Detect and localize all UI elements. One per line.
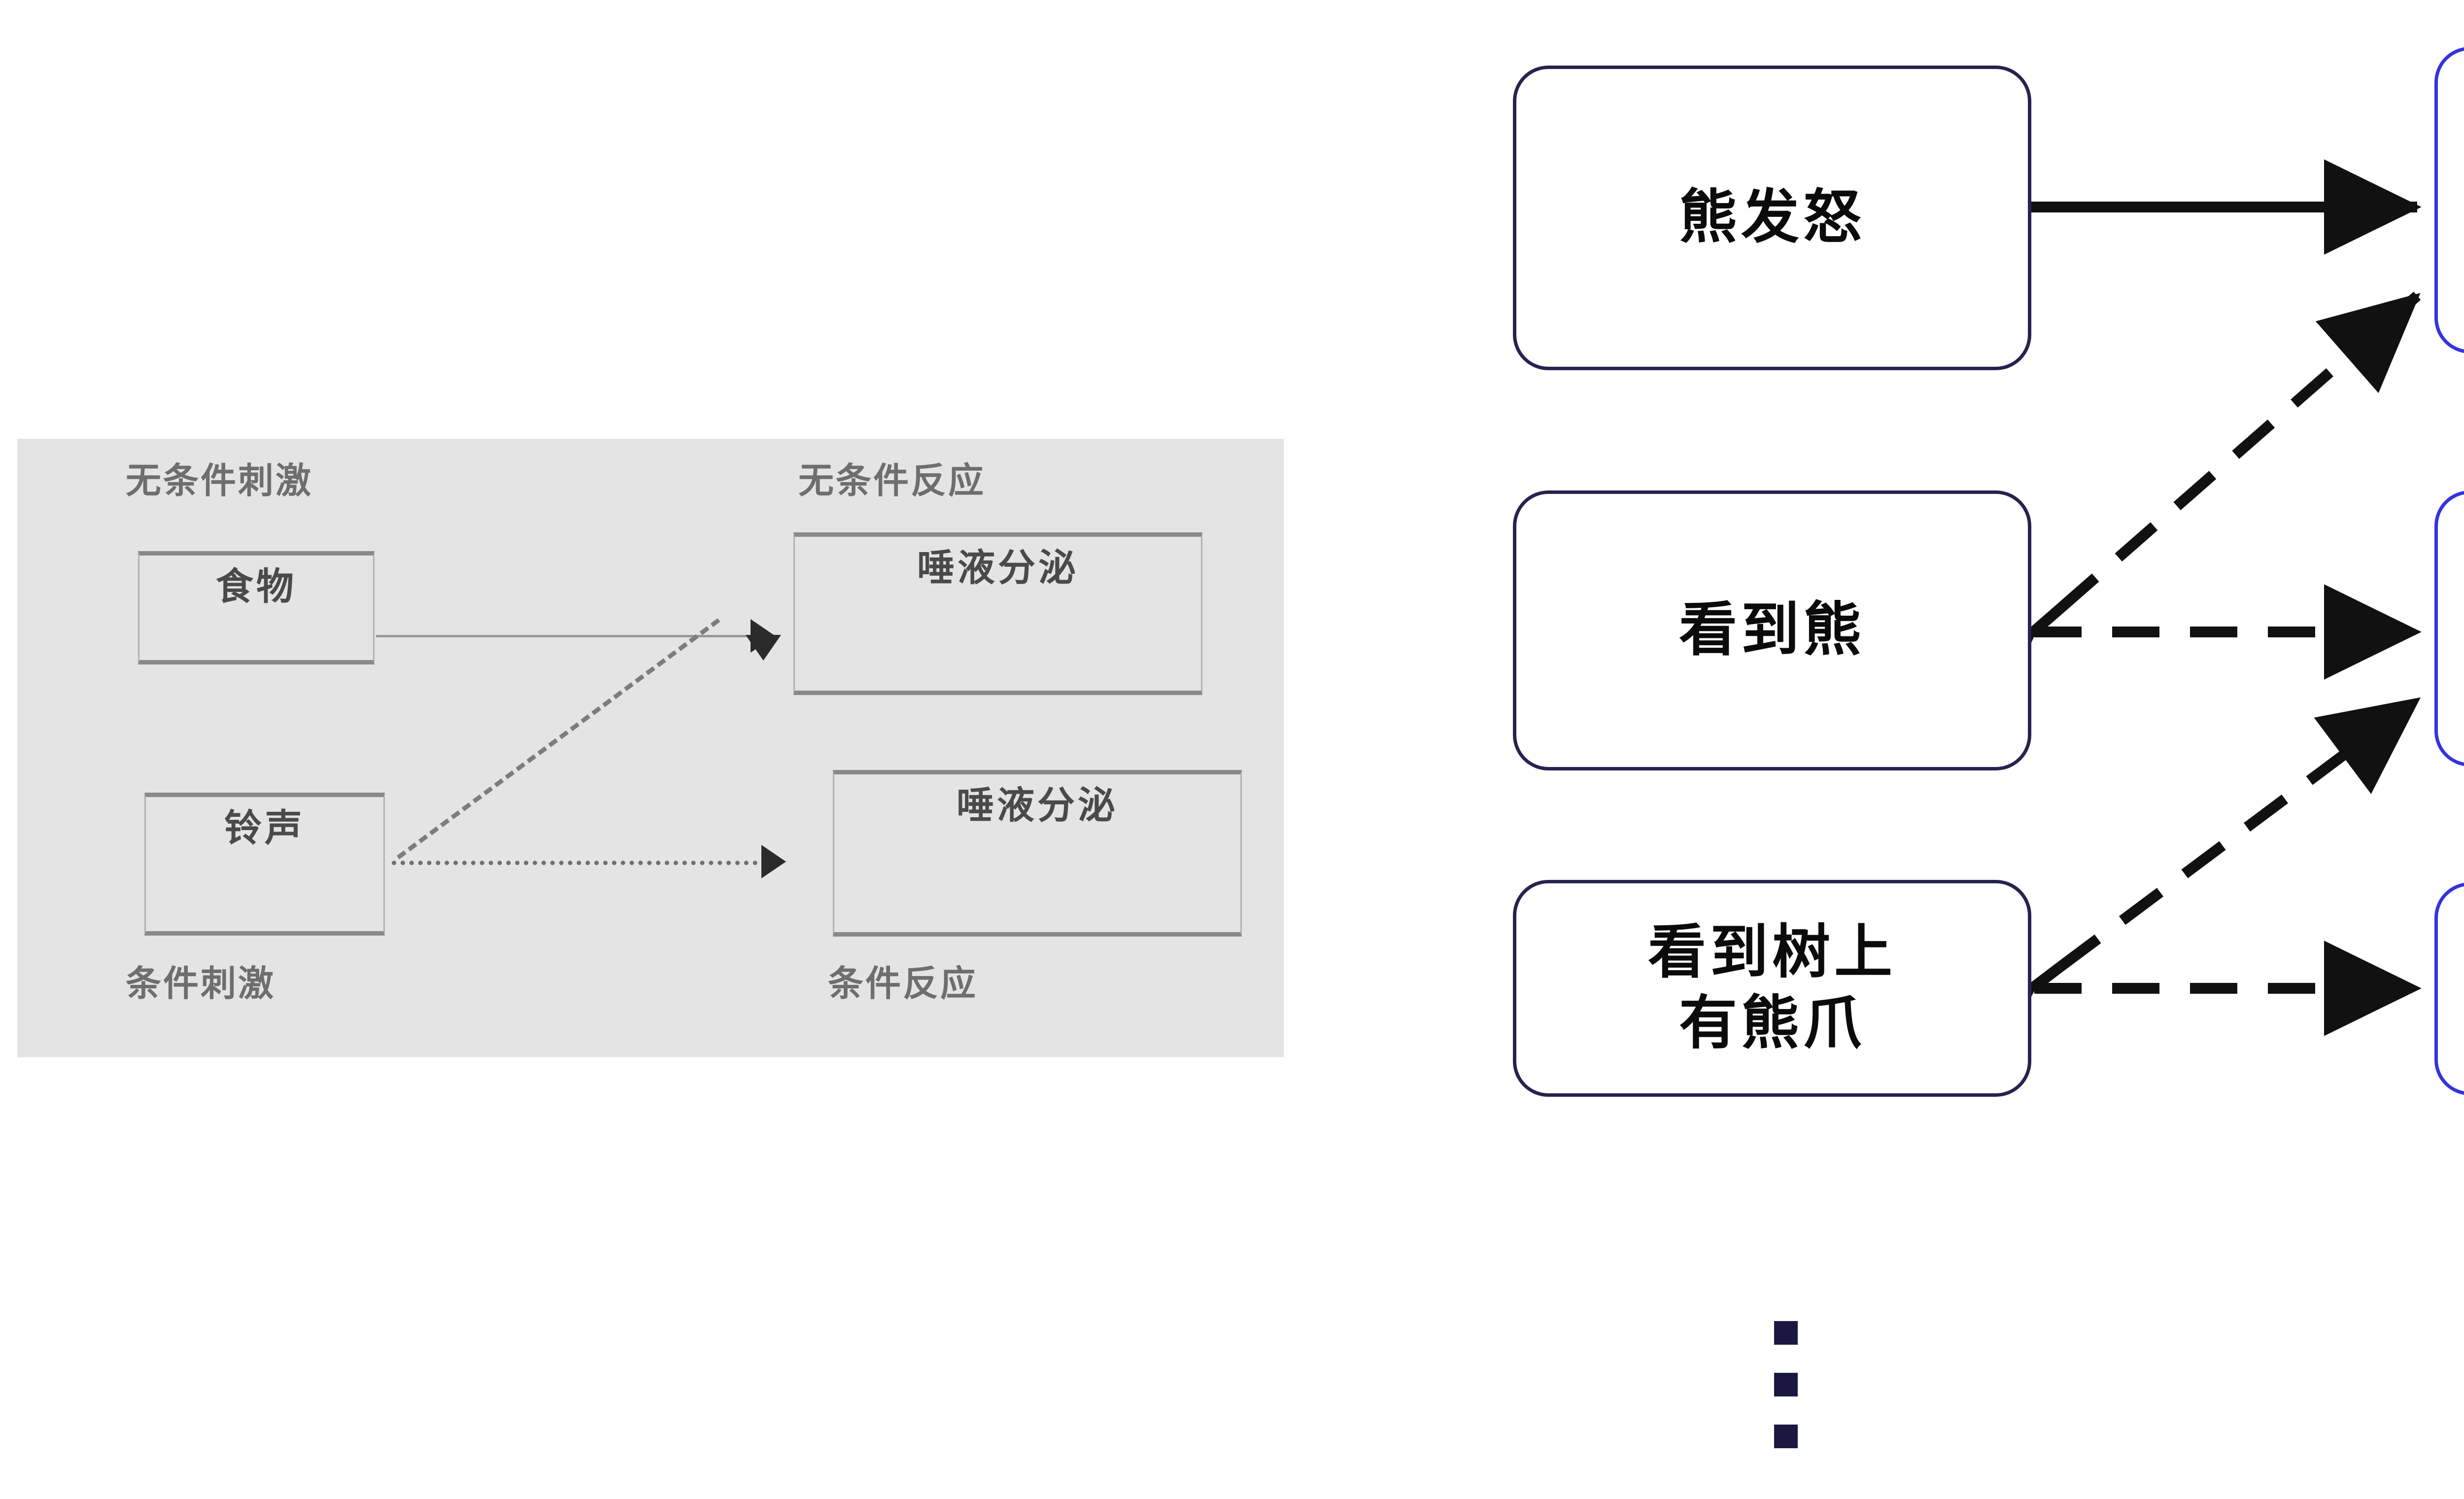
node-see-claw-label: 看到树上 有熊爪	[1647, 920, 1896, 1056]
edge-see-bear-to-reward	[1942, 291, 2421, 719]
edge-see-claw-to-v-s-prime	[1941, 696, 2421, 1072]
ellipsis-dot	[1774, 1425, 1798, 1448]
edge-food-to-salivation	[376, 635, 751, 637]
edge-bell-to-unconditioned-salivation-arrowhead	[746, 635, 781, 661]
label-unconditioned-stimulus: 无条件刺激	[126, 461, 313, 501]
node-reward[interactable]: 奖励	[2434, 47, 2464, 353]
label-conditioned-response: 条件反应	[828, 964, 978, 1004]
box-bell: 铃声	[144, 793, 385, 936]
box-food-label: 食物	[216, 566, 297, 608]
box-bell-label: 铃声	[224, 807, 305, 849]
box-salivation-conditioned-label: 唾液分泌	[957, 785, 1118, 827]
node-v-s-prime[interactable]: V(s′)	[2434, 490, 2464, 767]
node-see-claw[interactable]: 看到树上 有熊爪	[1513, 880, 2031, 1097]
edge-bell-to-salivation	[392, 861, 766, 865]
node-see-bear[interactable]: 看到熊	[1513, 490, 2031, 770]
box-salivation-conditioned: 唾液分泌	[833, 770, 1242, 937]
box-food: 食物	[138, 551, 375, 664]
ellipsis-dot	[1774, 1321, 1798, 1345]
node-bear-angry-label: 熊发怒	[1678, 185, 1865, 250]
box-salivation-unconditioned: 唾液分泌	[793, 532, 1202, 695]
label-conditioned-stimulus: 条件刺激	[126, 964, 276, 1004]
edge-bell-to-salivation-arrowhead	[761, 845, 786, 878]
classical-conditioning-panel: 无条件刺激 无条件反应 条件刺激 条件反应 食物 铃声 唾液分泌 唾液分泌	[17, 439, 1284, 1057]
node-v-s[interactable]: V(s)	[2434, 882, 2464, 1095]
ellipsis-dot	[1774, 1373, 1798, 1396]
node-see-bear-label: 看到熊	[1678, 597, 1865, 663]
node-bear-angry[interactable]: 熊发怒	[1513, 66, 2031, 370]
ellipsis-left-column	[1774, 1321, 1798, 1448]
edge-bell-to-unconditioned-salivation	[397, 618, 720, 860]
label-unconditioned-response: 无条件反应	[798, 461, 986, 501]
box-salivation-unconditioned-label: 唾液分泌	[917, 547, 1079, 589]
